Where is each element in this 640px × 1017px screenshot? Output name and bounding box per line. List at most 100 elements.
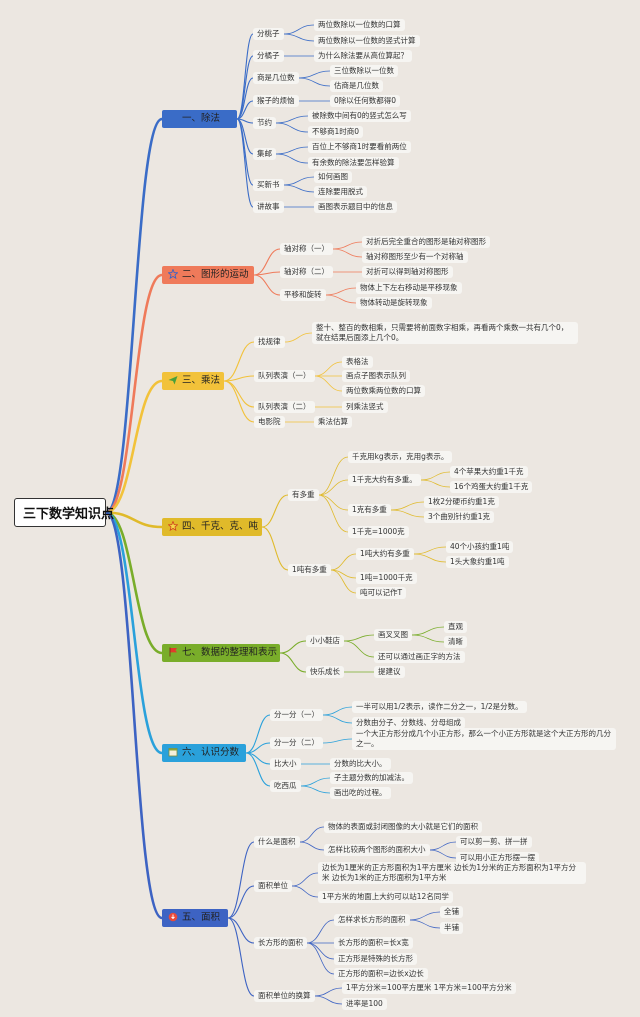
topic-formation-1[interactable]: 队列表演（一） (254, 370, 315, 382)
topic-detail[interactable]: 估商是几位数 (330, 80, 383, 92)
topic-detail[interactable]: 画叉叉图 (374, 629, 412, 641)
topic-divide-2[interactable]: 分一分（二） (270, 737, 323, 749)
topic-translation-rotation[interactable]: 平移和旋转 (280, 289, 326, 301)
topic-detail[interactable]: 两位数乘两位数的口算 (342, 385, 425, 397)
topic-detail[interactable]: 物体转动是旋转现象 (356, 297, 432, 309)
topic-find-pattern[interactable]: 找规律 (254, 336, 285, 348)
topic-detail[interactable]: 全铺 (440, 906, 463, 918)
topic-detail[interactable]: 有余数的除法要怎样验算 (308, 157, 399, 169)
topic-detail[interactable]: 怎样求长方形的面积 (334, 914, 410, 926)
topic-what-is-area[interactable]: 什么是面积 (254, 836, 300, 848)
topic-detail[interactable]: 物体上下左右移动是平移现象 (356, 282, 462, 294)
topic-detail[interactable]: 吨可以记作T (356, 587, 407, 599)
topic-detail[interactable]: 对折可以得到轴对称图形 (362, 266, 453, 278)
topic-buying-books[interactable]: 买新书 (253, 179, 284, 191)
topic-detail[interactable]: 1克有多重 (348, 504, 391, 516)
branch-weight-units[interactable]: 四、千克、克、吨 (162, 518, 262, 536)
topic-detail[interactable]: 乘法估算 (314, 416, 352, 428)
topic-detail[interactable]: 4个苹果大约重1千克 (450, 466, 528, 478)
topic-detail[interactable]: 轴对称图形至少有一个对称轴 (362, 251, 468, 263)
topic-detail[interactable]: 千克用kg表示，克用g表示。 (348, 451, 453, 463)
topic-shoe-store[interactable]: 小小鞋店 (306, 635, 344, 647)
branch-multiplication[interactable]: 三、乘法 (162, 372, 224, 390)
topic-eat-watermelon[interactable]: 吃西瓜 (270, 780, 301, 792)
topic-detail[interactable]: 正方形的面积=边长x边长 (334, 968, 428, 980)
topic-detail[interactable]: 1头大象约重1吨 (446, 556, 509, 568)
topic-detail[interactable]: 为什么除法要从高位算起？ (314, 50, 412, 62)
topic-detail[interactable]: 直观 (444, 621, 467, 633)
topic-detail[interactable]: 长方形的面积=长x宽 (334, 937, 413, 949)
topic-axial-symmetry-1[interactable]: 轴对称（一） (280, 243, 333, 255)
topic-storytelling[interactable]: 讲故事 (253, 201, 284, 213)
topic-detail[interactable]: 被除数中间有0的竖式怎么写 (308, 110, 411, 122)
branch-fractions[interactable]: 六、认识分数 (162, 744, 246, 762)
topic-detail[interactable]: 1枚2分硬币约重1克 (424, 496, 499, 508)
topic-detail[interactable]: 两位数除以一位数的口算 (314, 19, 405, 31)
topic-area-unit-conversion[interactable]: 面积单位的换算 (254, 990, 315, 1002)
topic-formation-2[interactable]: 队列表演（二） (254, 401, 315, 413)
topic-detail[interactable]: 1吨大约有多重 (356, 548, 414, 560)
connector (411, 626, 445, 636)
topic-detail[interactable]: 提建议 (374, 666, 405, 678)
topic-detail[interactable]: 1千克=1000克 (348, 526, 409, 538)
topic-monkey-trouble[interactable]: 猴子的烦恼 (253, 95, 299, 107)
topic-cinema[interactable]: 电影院 (254, 416, 285, 428)
topic-axial-symmetry-2[interactable]: 轴对称（二） (280, 266, 333, 278)
topic-detail[interactable]: 连除要用脱式 (314, 186, 367, 198)
topic-detail[interactable]: 清晰 (444, 636, 467, 648)
topic-detail[interactable]: 可以剪一剪、拼一拼 (456, 836, 532, 848)
branch-division[interactable]: 一、除法 (162, 110, 237, 128)
mind-map-root[interactable]: 三下数学知识点 (14, 498, 114, 527)
topic-detail[interactable]: 一半可以用1/2表示，读作二分之一，1/2是分数。 (352, 701, 527, 713)
topic-detail[interactable]: 进率是100 (342, 998, 387, 1010)
topic-detail[interactable]: 16个鸡蛋大约重1千克 (450, 481, 533, 493)
topic-detail[interactable]: 画出吃的过程。 (330, 787, 391, 799)
topic-detail[interactable]: 怎样比较两个图形的面积大小 (324, 844, 430, 856)
topic-saving[interactable]: 节约 (253, 117, 276, 129)
topic-detail[interactable]: 一个大正方形分成几个小正方形，那么一个小正方形就是这个大正方形的几分之一。 (352, 728, 616, 750)
topic-detail[interactable]: 整十、整百的数相乘，只需要将前面数字相乘，再看两个乘数一共有几个0，就在结果后面… (312, 322, 578, 344)
topic-detail[interactable]: 1平方米的地面上大约可以站12名同学 (318, 891, 453, 903)
topic-detail[interactable]: 如何画图 (314, 171, 352, 183)
topic-detail[interactable]: 画图表示题目中的信息 (314, 201, 397, 213)
topic-detail[interactable]: 不够商1时商0 (308, 126, 364, 138)
topic-detail[interactable]: 画点子图表示队列 (342, 370, 410, 382)
topic-detail[interactable]: 分数由分子、分数线、分母组成 (352, 717, 465, 729)
topic-fen-taozi[interactable]: 分桃子 (253, 28, 284, 40)
topic-detail[interactable]: 两位数除以一位数的竖式计算 (314, 35, 420, 47)
topic-rectangle-area[interactable]: 长方形的面积 (254, 937, 307, 949)
topic-detail[interactable]: 对折后完全重合的图形是轴对称图形 (362, 236, 490, 248)
topic-compare-size[interactable]: 比大小 (270, 758, 301, 770)
topic-detail[interactable]: 百位上不够商1时要看前两位 (308, 141, 411, 153)
topic-detail[interactable]: 40个小孩约重1吨 (446, 541, 514, 553)
topic-detail[interactable]: 列乘法竖式 (342, 401, 388, 413)
topic-one-ton[interactable]: 1吨有多重 (288, 564, 331, 576)
topic-detail[interactable]: 边长为1厘米的正方形面积为1平方厘米 边长为1分米的正方形面积为1平方分米 边长… (318, 862, 586, 884)
topic-how-heavy[interactable]: 有多重 (288, 489, 319, 501)
topic-area-units[interactable]: 面积单位 (254, 880, 292, 892)
topic-detail[interactable]: 可以用小正方形摆一摆 (456, 852, 539, 864)
topic-detail[interactable]: 还可以通过画正字的方法 (374, 651, 465, 663)
topic-detail[interactable]: 子主题分数的加减法。 (330, 772, 413, 784)
connector (409, 911, 441, 921)
topic-detail[interactable]: 0除以任何数都得0 (330, 95, 401, 107)
branch-shape-motion[interactable]: 二、图形的运动 (162, 266, 254, 284)
topic-detail[interactable]: 半铺 (440, 922, 463, 934)
topic-detail[interactable]: 1吨=1000千克 (356, 572, 417, 584)
topic-detail[interactable]: 分数的比大小。 (330, 758, 391, 770)
topic-detail[interactable]: 三位数除以一位数 (330, 65, 398, 77)
topic-stamp-collecting[interactable]: 集邮 (253, 148, 276, 160)
topic-divide-1[interactable]: 分一分（一） (270, 709, 323, 721)
topic-happy-growth[interactable]: 快乐成长 (306, 666, 344, 678)
branch-area[interactable]: 五、面积 (162, 909, 228, 927)
topic-detail[interactable]: 表格法 (342, 356, 373, 368)
topic-quotient-digits[interactable]: 商是几位数 (253, 72, 299, 84)
topic-detail[interactable]: 正方形是特殊的长方形 (334, 953, 417, 965)
topic-detail[interactable]: 1千克大约有多重。 (348, 474, 421, 486)
topic-fen-juzi[interactable]: 分橘子 (253, 50, 284, 62)
branch-data-organization[interactable]: 七、数据的整理和表示 (162, 644, 280, 662)
topic-detail[interactable]: 1平方分米=100平方厘米 1平方米=100平方分米 (342, 982, 516, 994)
topic-detail[interactable]: 3个曲别针约重1克 (424, 511, 495, 523)
connector (227, 885, 255, 919)
topic-detail[interactable]: 物体的表面或封闭图像的大小就是它们的面积 (324, 821, 482, 833)
